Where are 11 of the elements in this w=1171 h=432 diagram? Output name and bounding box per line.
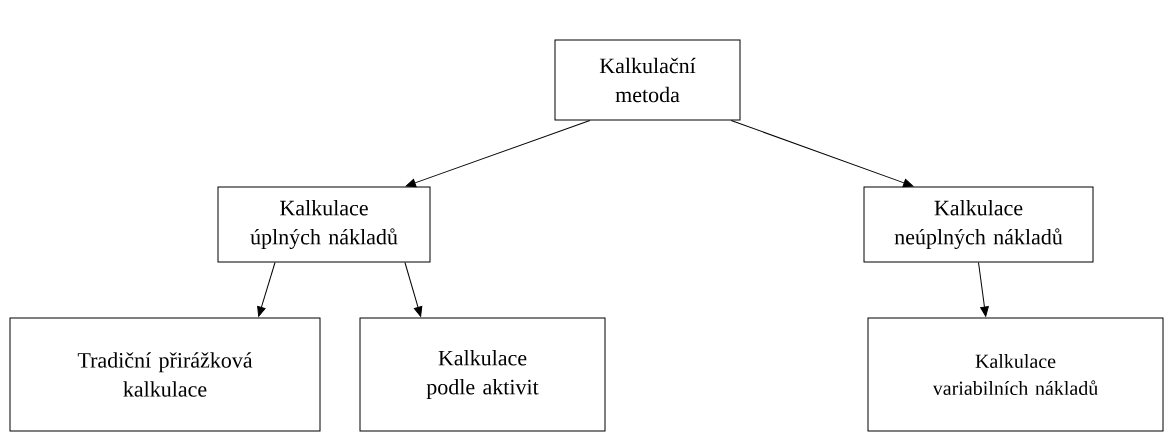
process-box: Kalkulace neúplných nákladů [863, 186, 1094, 263]
arrow [257, 262, 276, 317]
process-box: Tradiční přirážková kalkulace [9, 317, 321, 432]
arrow [404, 262, 423, 317]
arrow [405, 120, 591, 188]
process-box: Kalkulace podle aktivit [359, 317, 606, 432]
process-box: Kalkulační metoda [554, 39, 741, 121]
arrow [978, 262, 989, 317]
arrow [730, 120, 914, 188]
process-box: Kalkulace úplných nákladů [217, 186, 431, 263]
process-box: Kalkulace variabilních nákladů [867, 317, 1164, 432]
